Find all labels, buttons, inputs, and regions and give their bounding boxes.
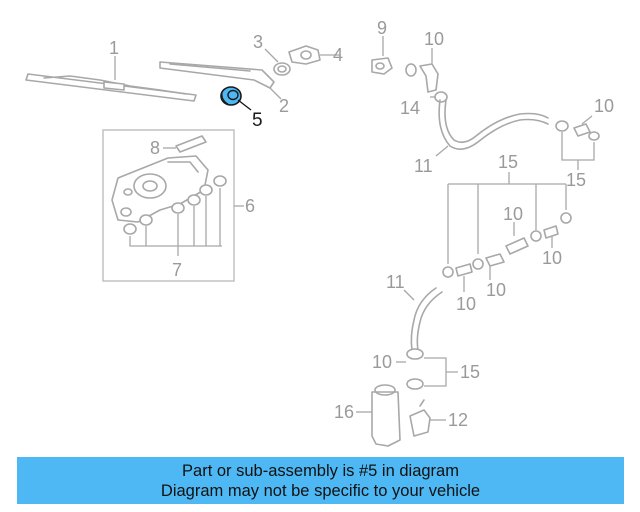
callout-16: 16 xyxy=(334,402,354,422)
callout-13: 10 xyxy=(503,204,523,224)
callout-15c: 15 xyxy=(498,152,518,172)
callout-10a: 10 xyxy=(424,29,444,49)
callout-1: 1 xyxy=(109,38,119,58)
callout-8: 8 xyxy=(150,138,160,158)
banner-line-2: Diagram may not be specific to your vehi… xyxy=(160,482,481,500)
callout-11a: 11 xyxy=(414,156,433,176)
part-8-bolt[interactable] xyxy=(175,135,207,153)
callout-9: 9 xyxy=(377,18,387,38)
callout-15b: 15 xyxy=(566,170,586,190)
callout-15d: 15 xyxy=(460,362,480,382)
callout-7: 7 xyxy=(172,260,182,280)
leader-5 xyxy=(237,99,252,111)
callout-12: 10 xyxy=(486,280,506,300)
parts-diagram: 1 2 3 4 5 6 8 xyxy=(25,18,614,447)
callout-6: 6 xyxy=(245,196,255,216)
banner-line-1: Part or sub-assembly is #5 in diagram xyxy=(182,462,459,480)
part-10-15-right-top[interactable] xyxy=(555,120,600,141)
callout-15a: 14 xyxy=(400,98,420,118)
leader-7 xyxy=(129,188,222,256)
callout-10c: 10 xyxy=(456,294,476,314)
part-3-nut[interactable] xyxy=(273,62,291,76)
callout-3: 3 xyxy=(253,32,263,52)
part-14-pump[interactable] xyxy=(409,399,431,437)
callout-11b: 11 xyxy=(386,272,405,292)
part-11-hose-top[interactable] xyxy=(438,99,549,150)
callout-14: 12 xyxy=(448,410,468,430)
leader-15d xyxy=(424,357,458,387)
part-9-nozzle[interactable] xyxy=(371,57,393,75)
leader-11b xyxy=(403,289,415,301)
part-5-grommet-highlighted[interactable] xyxy=(220,86,242,106)
leader-2 xyxy=(269,87,282,100)
part-4-cap[interactable] xyxy=(288,45,321,65)
callout-10e: 10 xyxy=(372,352,392,372)
leader-15c xyxy=(447,172,567,264)
callout-2: 2 xyxy=(279,96,289,116)
leader-15b xyxy=(561,132,595,170)
part-10-hose-top[interactable] xyxy=(405,63,439,93)
info-banner: Part or sub-assembly is #5 in diagram Di… xyxy=(17,457,624,504)
callout-10d: 10 xyxy=(542,248,562,268)
leader-10b xyxy=(581,115,593,125)
part-2-wiper-arm[interactable] xyxy=(159,61,275,89)
part-10-15-lower[interactable] xyxy=(406,348,424,390)
part-1-wiper-blade[interactable] xyxy=(25,73,197,102)
callout-4: 4 xyxy=(333,45,343,65)
leader-3 xyxy=(264,48,279,63)
part-16-reservoir[interactable] xyxy=(371,384,401,447)
part-11-hose-lower[interactable] xyxy=(410,287,443,351)
part-7-grommets[interactable] xyxy=(123,175,227,235)
callout-5: 5 xyxy=(252,110,263,131)
leader-11a xyxy=(435,145,449,157)
callout-10b: 10 xyxy=(594,96,614,116)
part-connector-chain[interactable] xyxy=(442,212,572,278)
